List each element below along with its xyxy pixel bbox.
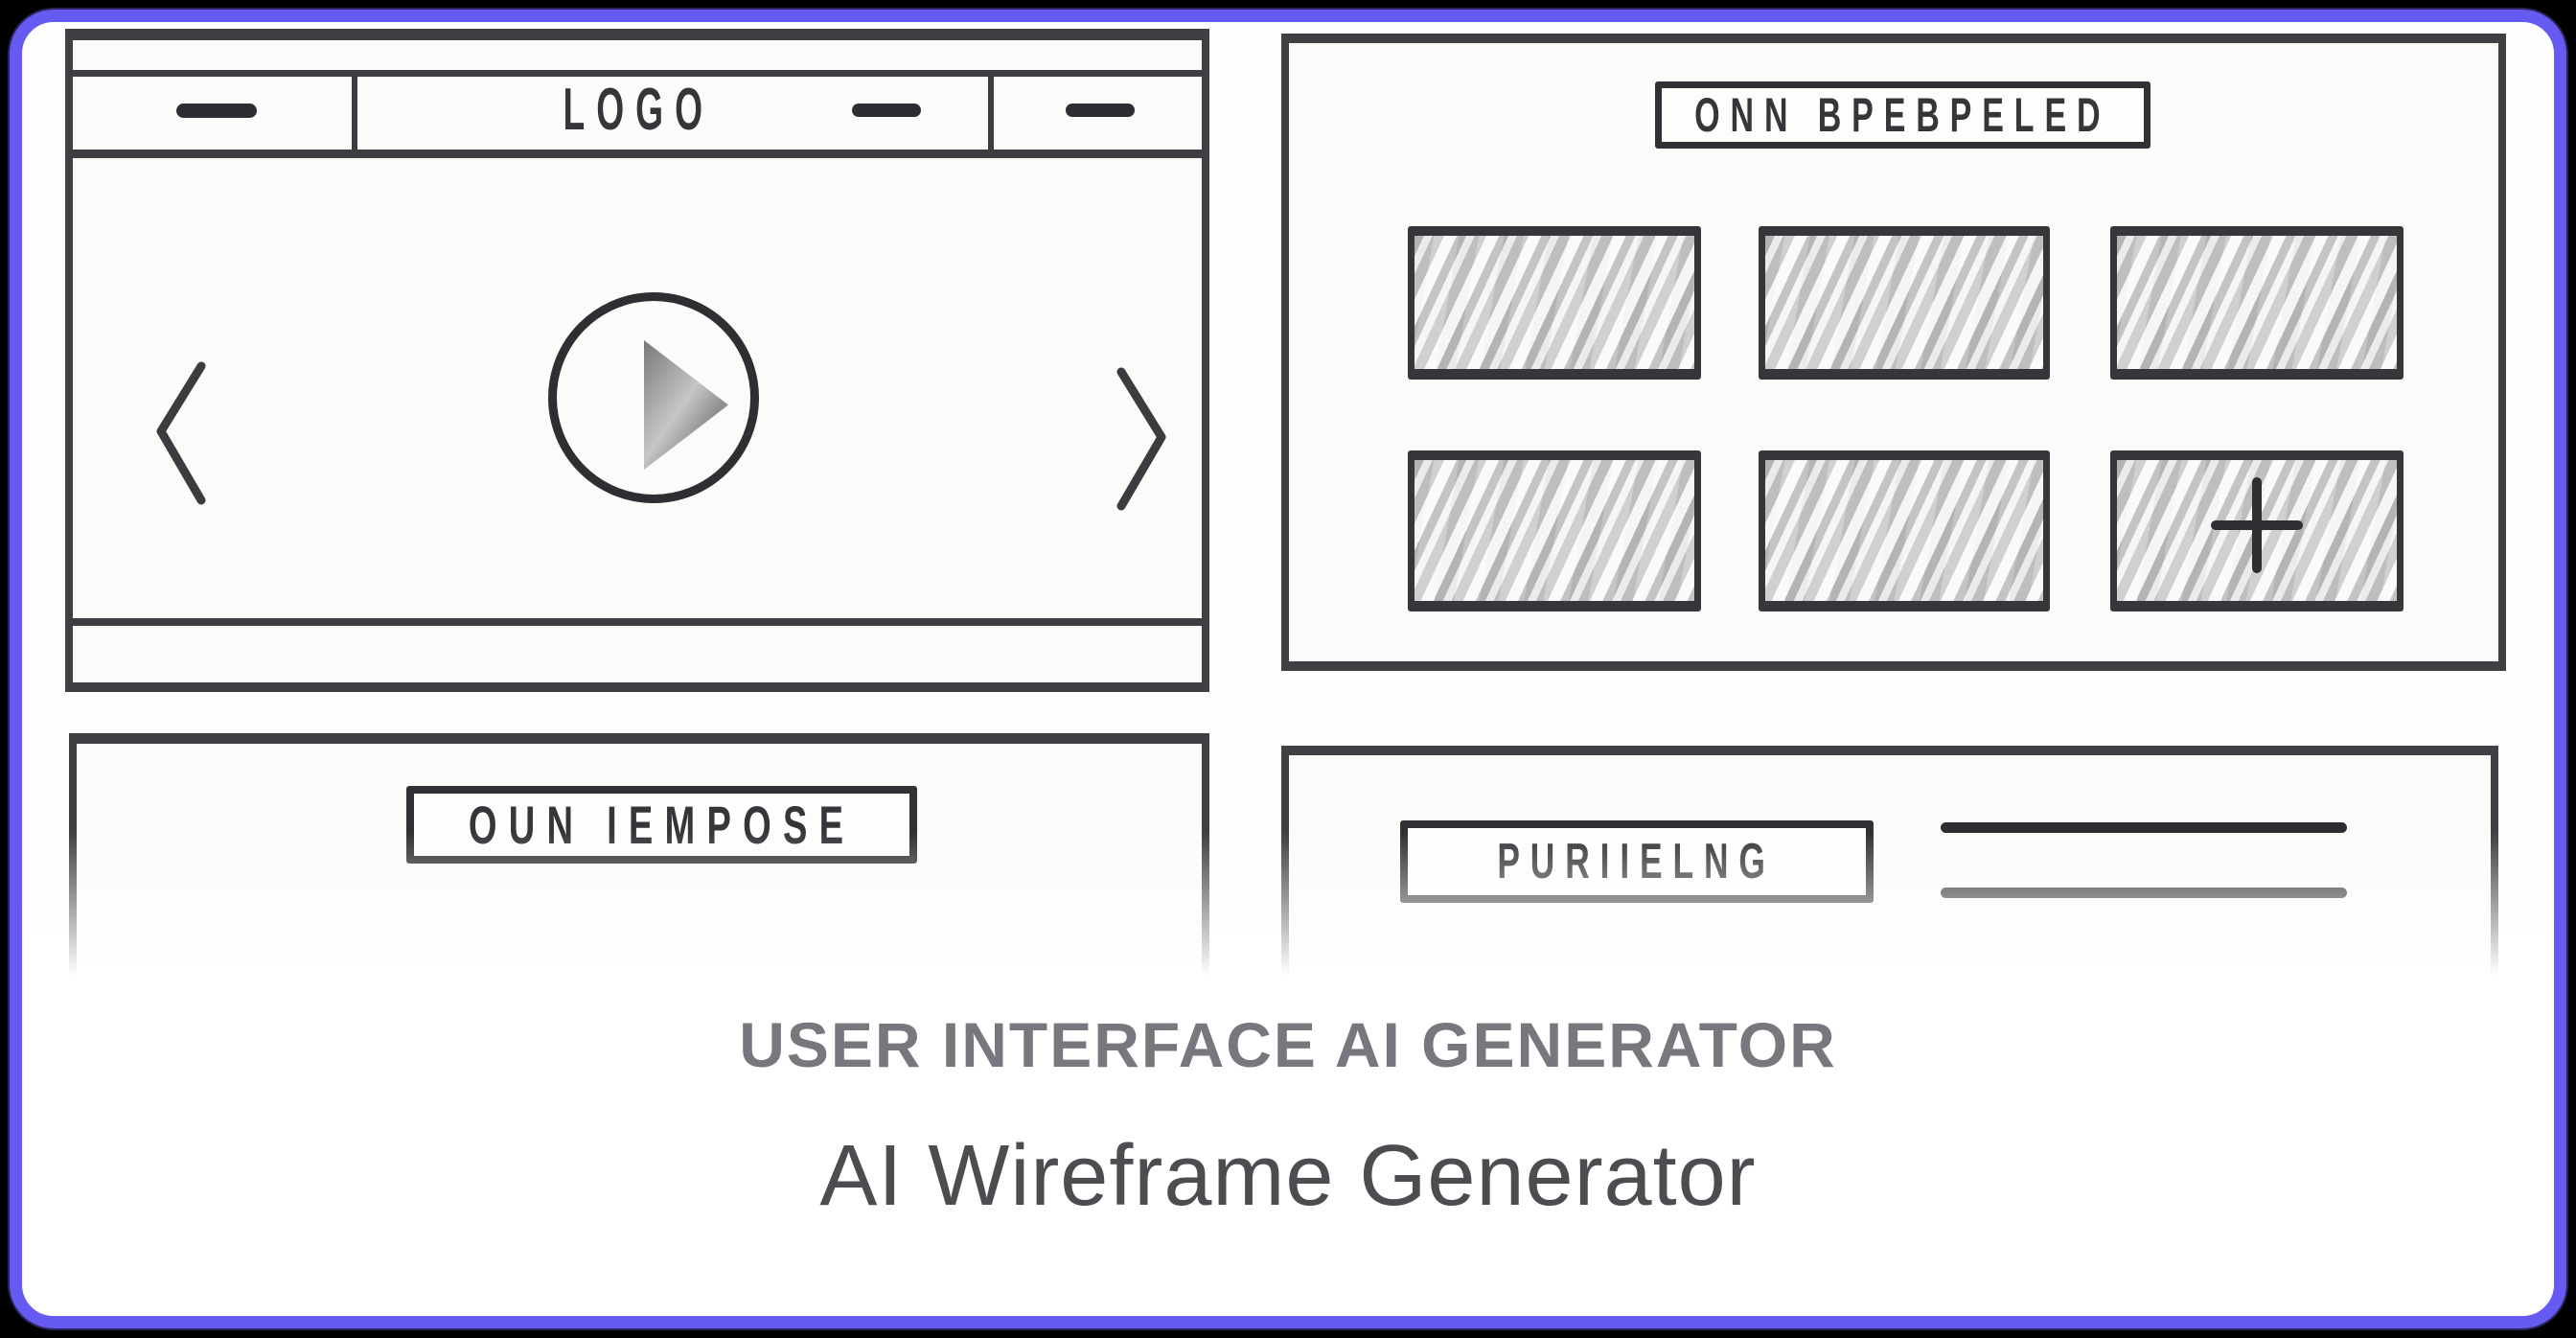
chevron-left-icon (156, 361, 206, 505)
image-placeholder-tile (1759, 226, 2050, 380)
image-placeholder-tile (1408, 450, 1701, 611)
panel-title: ONN BPEBPELED (1694, 88, 2111, 142)
navbar-divider (988, 72, 994, 156)
menu-dash-icon (1066, 104, 1135, 117)
menu-dash-icon (852, 104, 921, 117)
play-icon (548, 292, 759, 503)
navbar-divider (352, 72, 357, 156)
panel-title-box: ONN BPEBPELED (1655, 81, 2150, 149)
navbar-top-line (73, 70, 1202, 77)
add-tile (2110, 450, 2404, 611)
white-fade-overlay (22, 832, 2554, 1316)
plus-icon (2211, 476, 2303, 573)
logo-label: LOGO (563, 77, 714, 143)
logo-placeholder: LOGO (504, 81, 772, 140)
menu-dash-icon (176, 104, 257, 118)
sketch-media-player-panel: LOGO (65, 29, 1209, 692)
sketch-gallery-panel: ONN BPEBPELED (1281, 34, 2506, 671)
image-placeholder-tile (1408, 226, 1701, 380)
navbar-bottom-line (73, 150, 1202, 158)
wireframe-generator-card: LOGO ONN BPEBPELED (10, 10, 2566, 1328)
image-placeholder-tile (1759, 450, 2050, 611)
play-triangle (644, 340, 728, 470)
text-line-placeholder (1941, 822, 2347, 833)
footer-line (73, 618, 1202, 626)
chevron-right-icon (1116, 367, 1166, 511)
image-placeholder-tile (2110, 226, 2404, 380)
